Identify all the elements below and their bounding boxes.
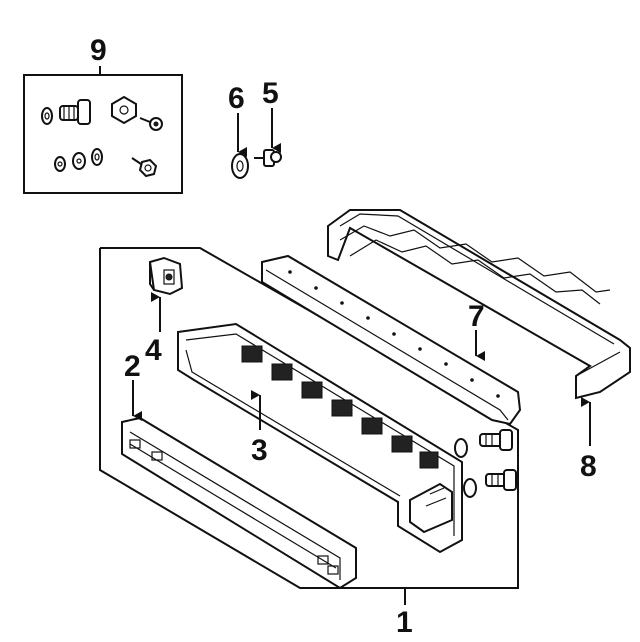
hardware-kit-group [23,66,183,194]
cover-fasteners [454,429,517,498]
callout-6: 6 [228,82,245,115]
nut-part-6 [231,113,249,179]
hardware-kit-box [23,74,183,194]
kit-nut [111,95,137,125]
callout-2: 2 [124,350,141,383]
reinforcement-part-2 [121,380,357,590]
kit-screw [139,117,163,131]
callout-8: 8 [580,450,597,483]
kit-bolt [59,99,91,125]
callout-7: 7 [468,300,485,333]
kit-washer-set [54,148,103,172]
callout-5: 5 [262,77,279,110]
callout-4: 4 [145,334,162,367]
frame-part-8 [327,209,631,446]
bracket-part-4 [148,256,184,332]
bolt-part-5 [254,108,282,167]
callout-9: 9 [90,34,107,67]
callout-1: 1 [396,606,413,639]
bumper-assembly-outline [99,247,519,605]
kit-washer [41,107,53,125]
bumper-cover-part-3 [177,322,463,554]
callout-3: 3 [251,434,268,467]
kit-hex-bolt [131,157,158,178]
absorber-part-7 [261,254,522,426]
